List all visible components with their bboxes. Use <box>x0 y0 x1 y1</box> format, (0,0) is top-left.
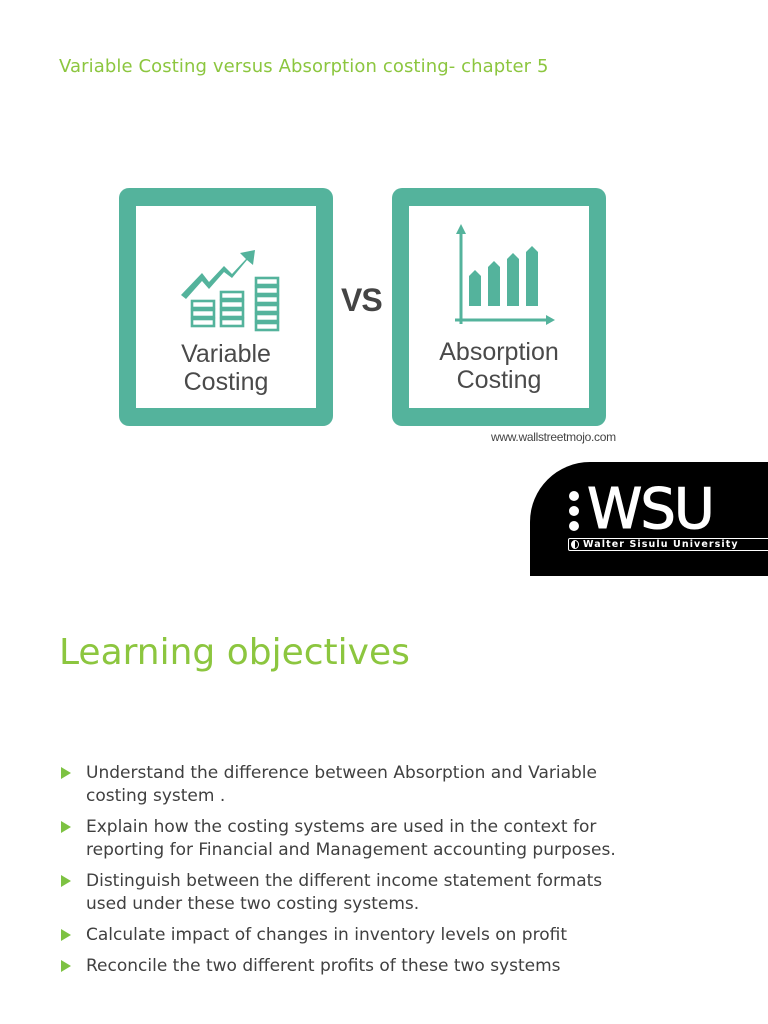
slide-title: Learning objectives <box>59 632 410 673</box>
bar-chart-icon <box>455 224 555 325</box>
triangle-bullet-icon <box>61 929 71 941</box>
slide-1: Variable Costing versus Absorption costi… <box>59 56 768 576</box>
triangle-bullet-icon <box>61 960 71 972</box>
list-item: Reconcile the two different profits of t… <box>59 955 619 978</box>
logo-subtitle: Walter Sisulu University <box>568 538 768 551</box>
list-item: Distinguish between the different income… <box>59 870 619 916</box>
variable-costing-label: Variable Costing <box>181 340 271 396</box>
triangle-bullet-icon <box>61 767 71 779</box>
list-item: Explain how the costing systems are used… <box>59 816 619 862</box>
logo-wordmark: WSU <box>587 477 716 542</box>
list-item: Calculate impact of changes in inventory… <box>59 924 619 947</box>
rising-arrow-coin-stacks-icon <box>181 250 280 332</box>
triangle-bullet-icon <box>61 875 71 887</box>
image-credit: www.wallstreetmojo.com <box>491 430 616 444</box>
vs-separator: VS <box>341 282 383 318</box>
absorption-costing-label: Absorption Costing <box>439 338 559 394</box>
slide-2: Learning objectives Understand the diffe… <box>0 576 768 1024</box>
objectives-list: Understand the difference between Absorp… <box>59 762 619 986</box>
triangle-bullet-icon <box>61 821 71 833</box>
slide-title: Variable Costing versus Absorption costi… <box>59 56 549 77</box>
absorption-costing-card: Absorption Costing <box>392 188 606 426</box>
wsu-logo: WSU Walter Sisulu University <box>530 462 768 576</box>
half-circle-icon <box>571 540 579 549</box>
list-item: Understand the difference between Absorp… <box>59 762 619 808</box>
logo-dots-icon <box>569 491 581 536</box>
variable-costing-card: Variable Costing <box>119 188 333 426</box>
